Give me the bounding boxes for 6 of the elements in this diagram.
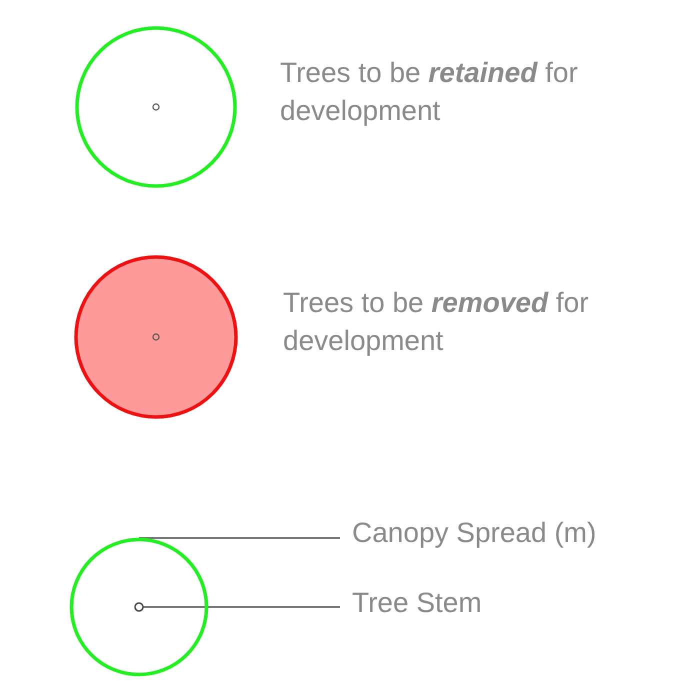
leader-line — [139, 537, 340, 539]
legend-text: Trees to be removed for development — [283, 286, 590, 358]
leader-label: Canopy Spread (m) — [352, 514, 596, 552]
leader-label: Tree Stem — [352, 584, 482, 622]
legend-text: Trees to be retained for development — [280, 56, 579, 128]
leader-line — [143, 606, 340, 608]
